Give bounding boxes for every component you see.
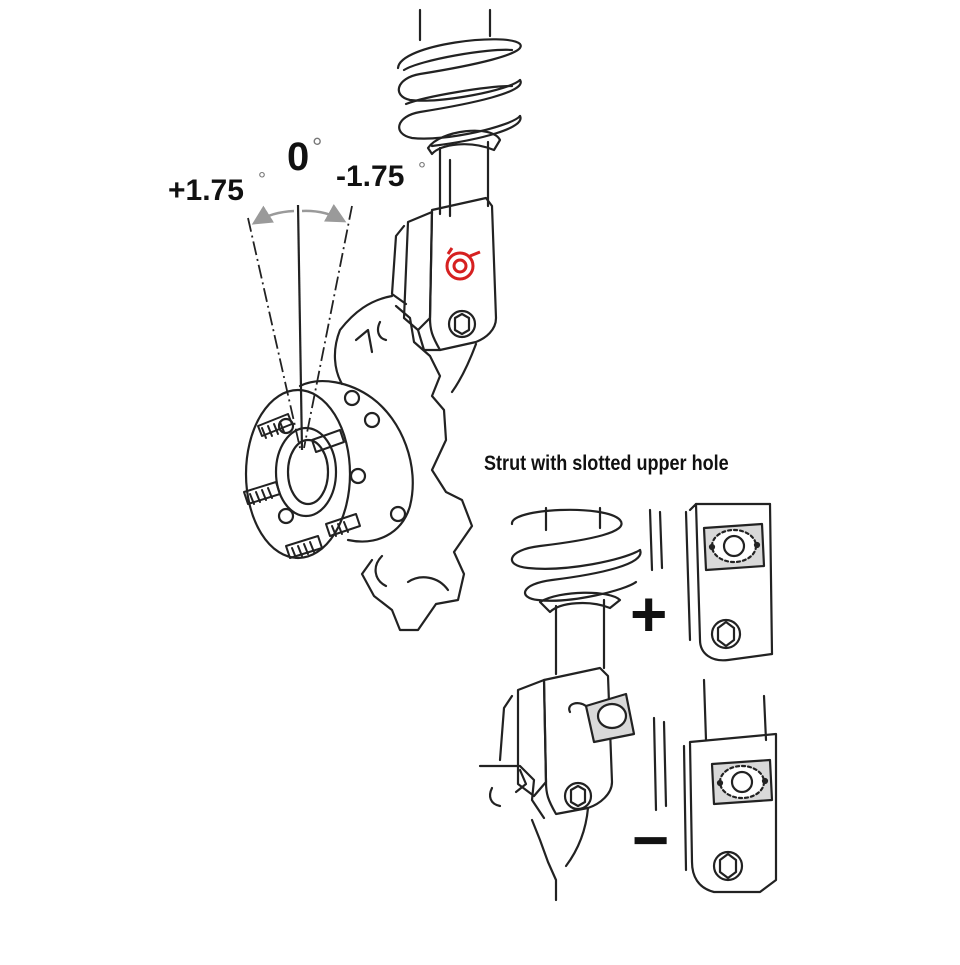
plus-sign: + [630, 578, 667, 650]
positive-degree-symbol: ° [258, 169, 266, 191]
right-dimension-arrow [301, 203, 347, 223]
positive-camber-label: +1.75 [168, 174, 244, 207]
coil-spring [396, 8, 522, 148]
zero-camber-line [296, 204, 304, 451]
steering-knuckle [333, 294, 478, 632]
hex-bolt-icon [447, 309, 477, 339]
negative-camber-line [303, 205, 353, 449]
strut-bracket [390, 196, 498, 352]
left-dimension-arrow [251, 205, 295, 225]
camber-bolt-icon [445, 247, 481, 281]
camber-angle-lines [247, 203, 353, 451]
minus-sign: − [632, 804, 669, 876]
inset-strut-slotted [478, 506, 642, 902]
slotted-hole-caption: Strut with slotted upper hole [484, 452, 729, 476]
zero-degree-symbol: ° [312, 132, 322, 162]
zero-camber-label: 0 [287, 135, 309, 179]
strut-tube [438, 140, 490, 218]
main-strut-assembly [243, 8, 522, 632]
inset-bracket-plus [648, 502, 774, 662]
inset-bracket-minus [652, 678, 778, 894]
negative-camber-label: -1.75 [336, 160, 404, 193]
wheel-stud-icon [243, 413, 361, 559]
positive-camber-line [247, 217, 301, 449]
negative-degree-symbol: ° [418, 159, 426, 181]
wheel-hub [244, 380, 414, 560]
spring-seat [426, 129, 502, 156]
